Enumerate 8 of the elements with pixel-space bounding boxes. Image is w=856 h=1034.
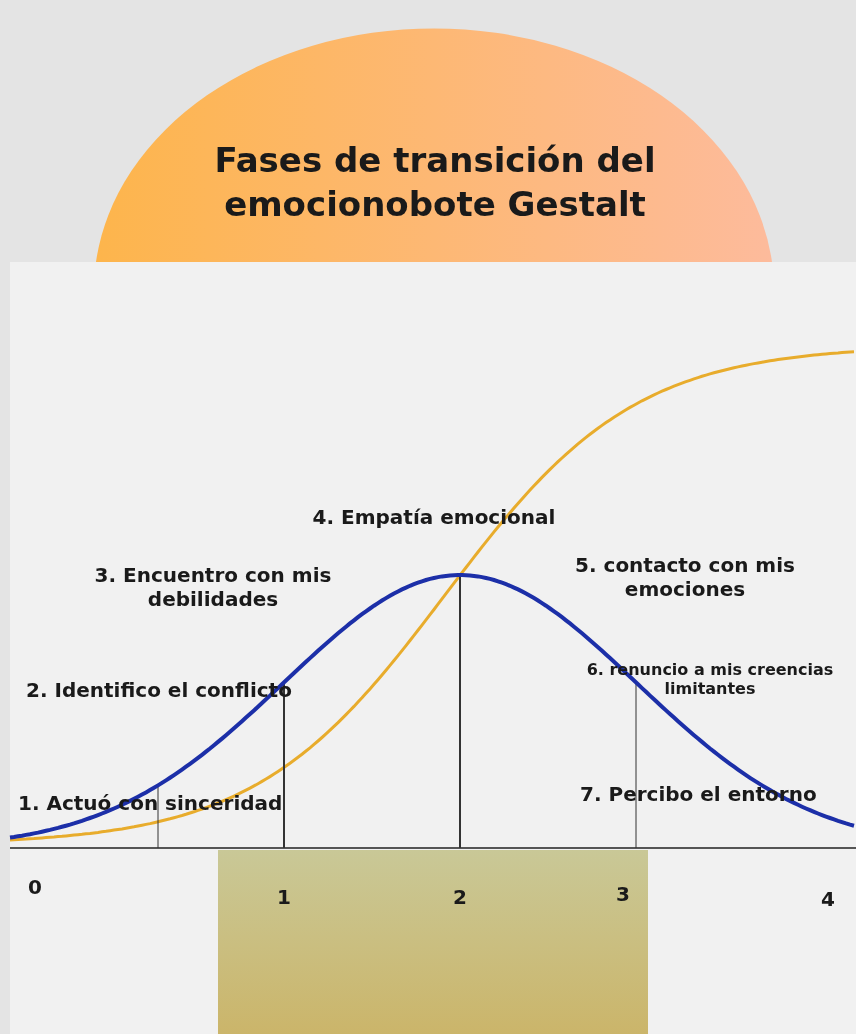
axis-tick-label: 1 [276,885,292,909]
axis-tick-label: 3 [615,882,631,906]
phase-label: 5. contacto con mis emociones [574,553,796,601]
axis-tick-label: 4 [820,887,836,911]
axis-tick-label: 2 [452,885,468,909]
phase-label: 3. Encuentro con mis debilidades [93,563,333,611]
axis-tick-label: 0 [27,875,43,899]
title: Fases de transición del emocionobote Gestalt [213,139,657,227]
